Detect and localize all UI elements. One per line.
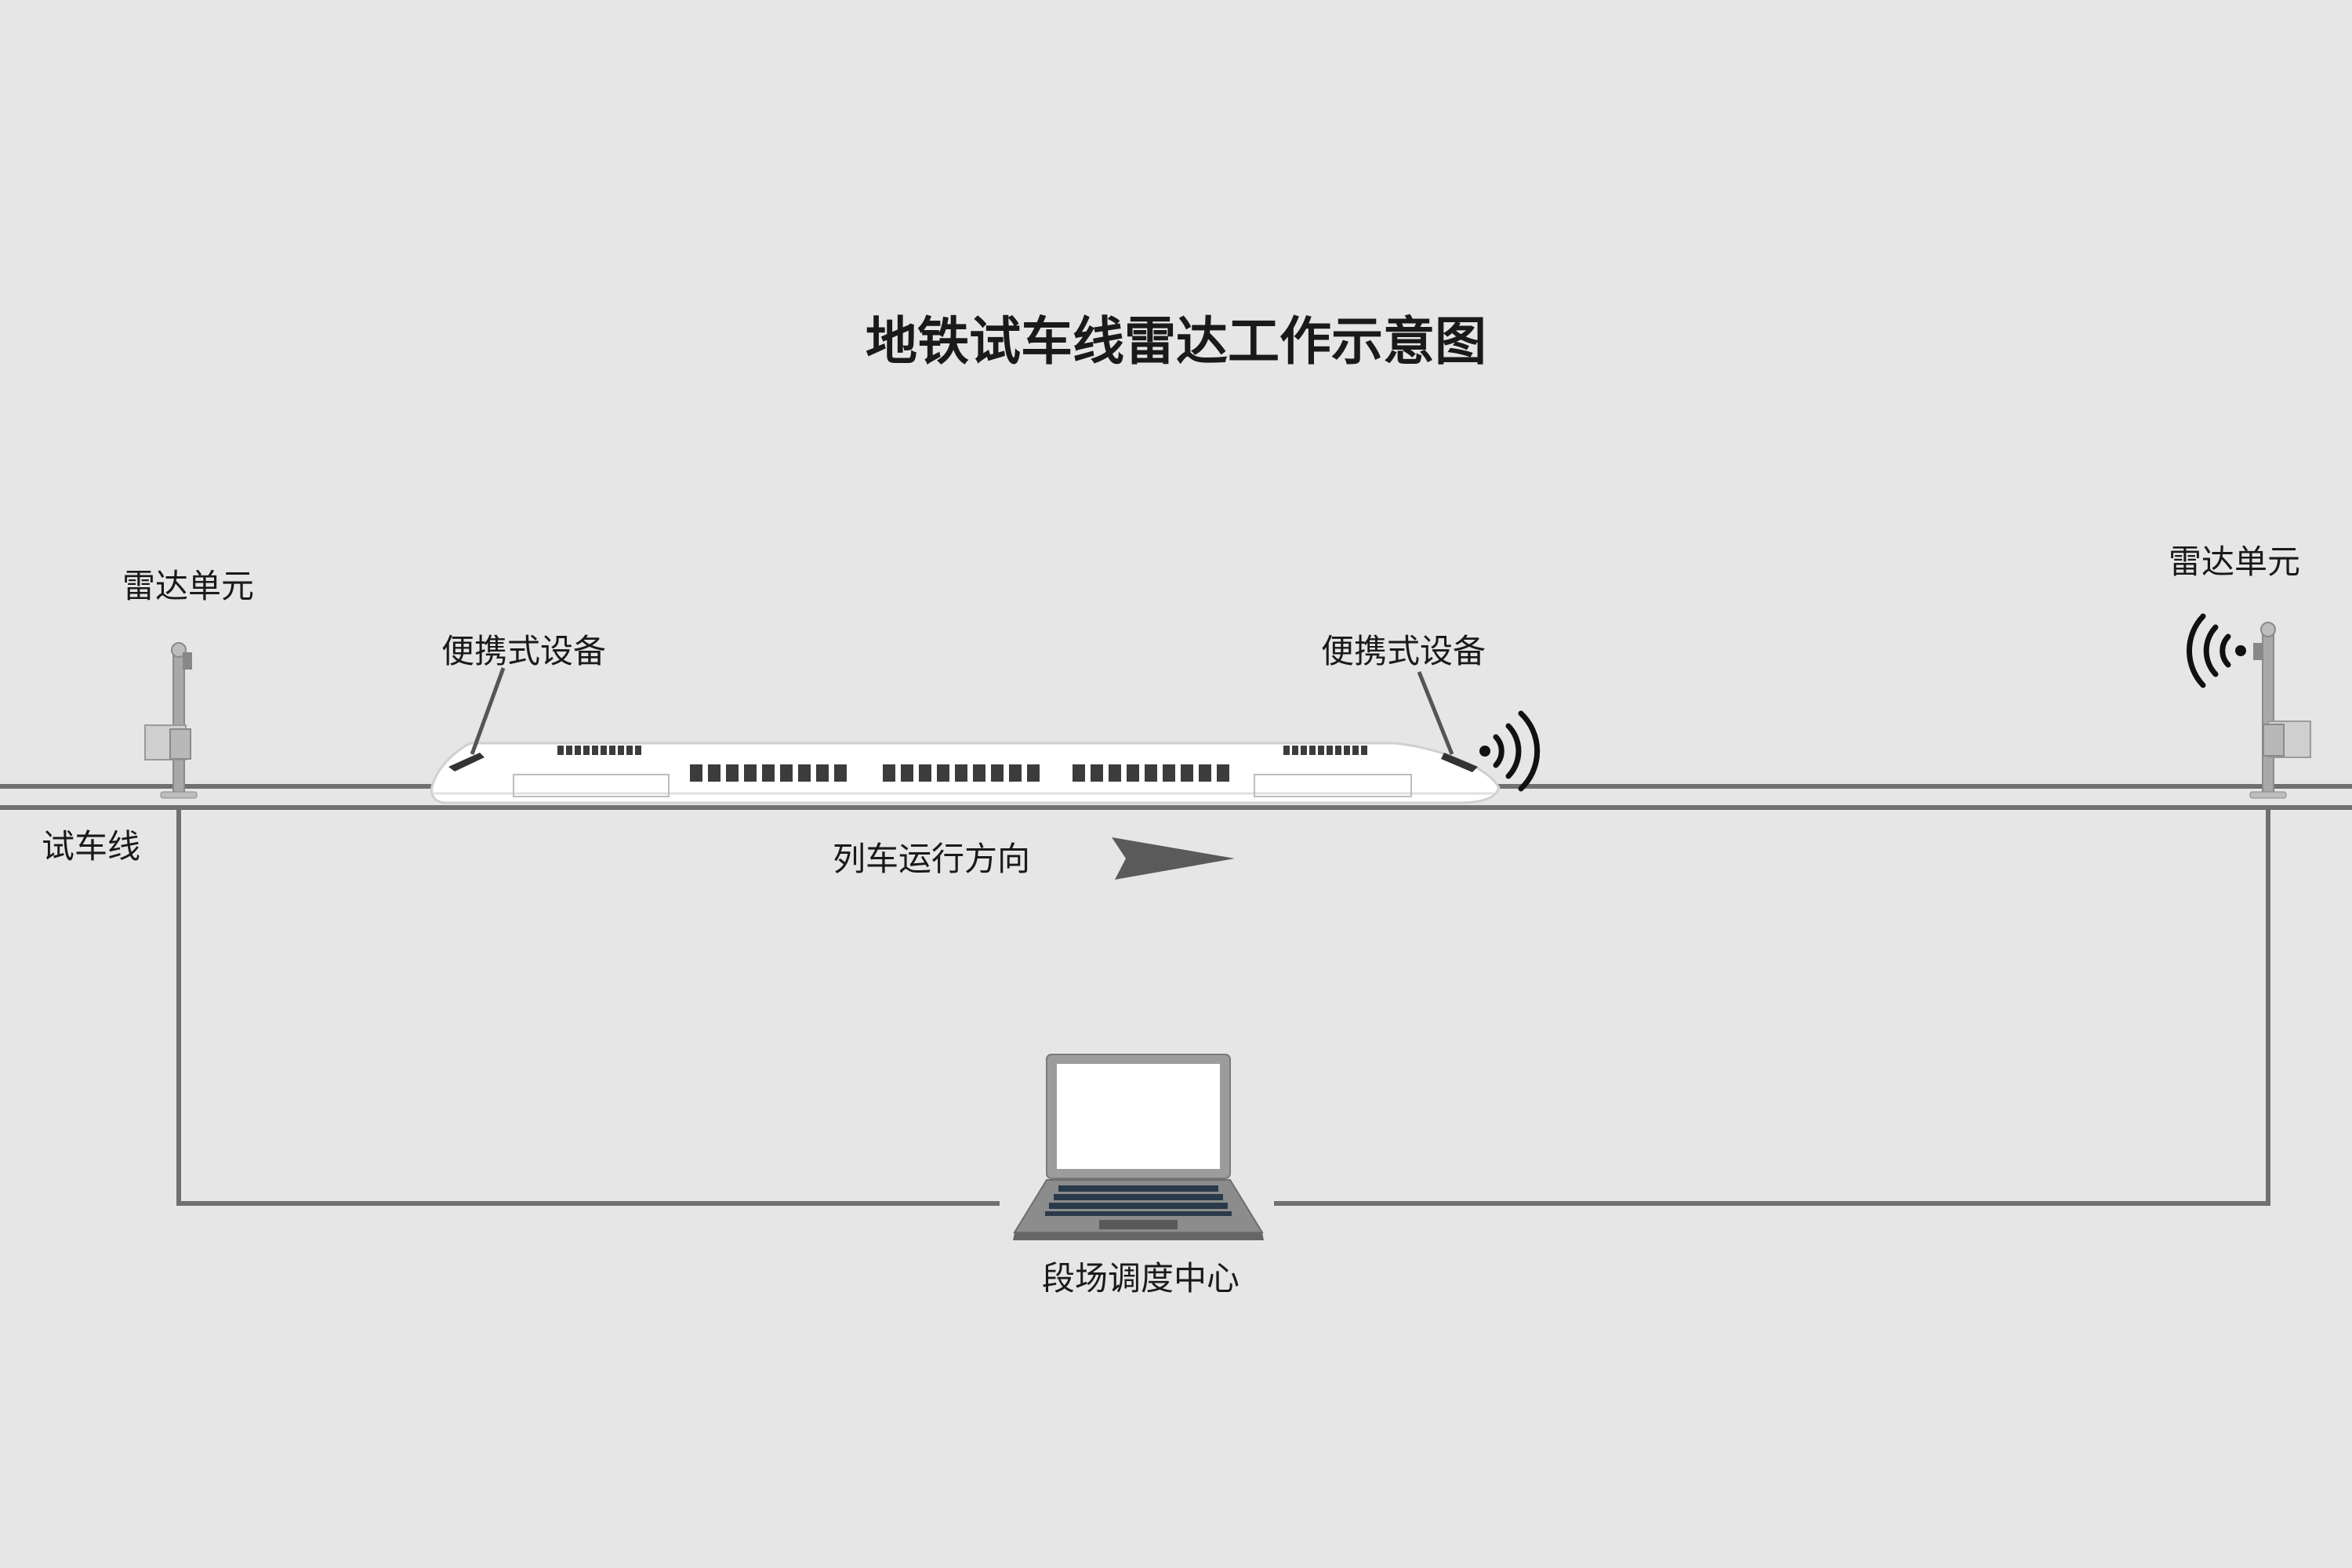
test-line-label: 试车线 bbox=[42, 827, 140, 866]
dispatch-center-label: 段场调度中心 bbox=[1042, 1259, 1240, 1298]
diagram-title: 地铁试车线雷达工作示意图 bbox=[866, 311, 1486, 372]
wireless-signal-icon bbox=[1479, 710, 1541, 792]
radar-label-left: 雷达单元 bbox=[122, 567, 254, 605]
device-label-left: 便携式设备 bbox=[441, 632, 606, 670]
direction-label: 列车运行方向 bbox=[833, 840, 1030, 878]
radar-unit-right bbox=[2249, 622, 2311, 799]
train bbox=[430, 742, 1501, 804]
pointer-line-left bbox=[470, 667, 506, 755]
window-group-1 bbox=[690, 764, 847, 782]
direction-arrow-icon bbox=[1112, 837, 1235, 880]
window-group-3 bbox=[1073, 764, 1229, 782]
device-label-right: 便携式设备 bbox=[1321, 632, 1486, 670]
small-window-row-right bbox=[1283, 746, 1367, 755]
pointer-line-right bbox=[1417, 671, 1454, 755]
wireless-signal-icon bbox=[2187, 613, 2246, 688]
window-group-2 bbox=[883, 764, 1040, 782]
laptop-icon bbox=[1013, 1054, 1264, 1240]
cable-connection bbox=[176, 808, 2270, 1206]
radar-unit-left bbox=[144, 642, 198, 799]
small-window-row-left bbox=[557, 746, 641, 755]
radar-label-right: 雷达单元 bbox=[2169, 543, 2300, 581]
